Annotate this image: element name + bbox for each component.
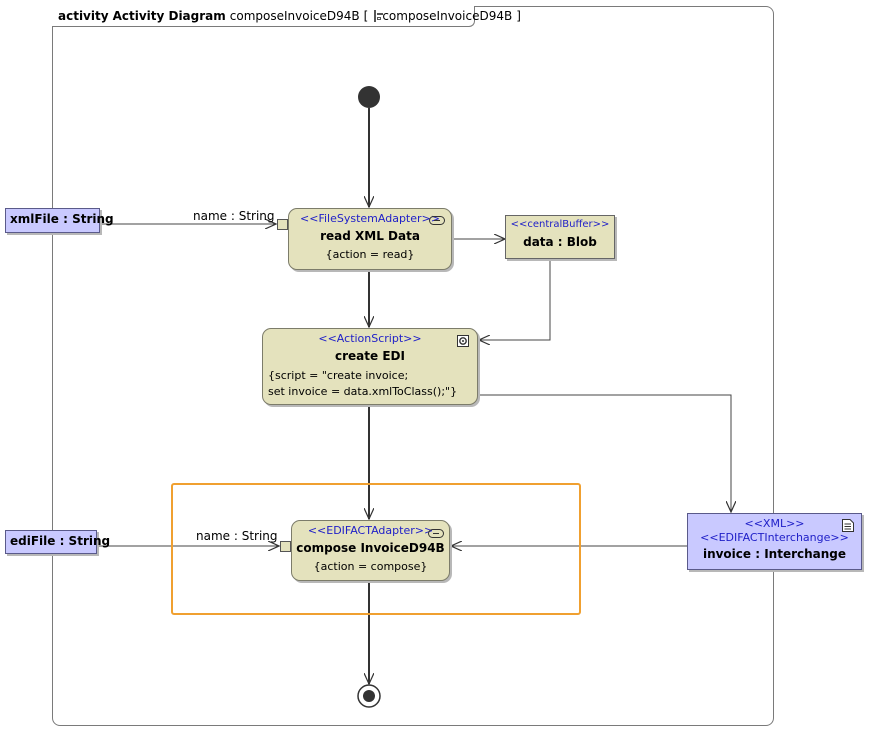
activity-final-inner [363, 690, 375, 702]
action-create-edi[interactable]: <<ActionScript>> create EDI {script = "c… [262, 328, 478, 405]
read-xml-property: {action = read} [325, 248, 415, 261]
frame-bracket-close: ] [516, 9, 521, 23]
edi-pin-label: name : String [196, 529, 278, 543]
compose-name: compose InvoiceD94B [296, 541, 445, 555]
frame-ref-name: composeInvoiceD94B [382, 9, 513, 23]
compose-input-pin[interactable] [280, 541, 291, 552]
initial-node [358, 86, 380, 108]
frame-bracket-open: [ [363, 9, 369, 23]
central-buffer-stereotype: <<centralBuffer>> [510, 219, 610, 230]
frame-name: composeInvoiceD94B [229, 9, 360, 23]
read-xml-input-pin[interactable] [277, 219, 288, 230]
create-edi-script-line2: set invoice = data.xmlToClass();"} [268, 385, 458, 398]
compose-stereotype: <<EDIFACTAdapter>> [307, 524, 434, 537]
action-read-xml-data[interactable]: <<FileSystemAdapter>> read XML Data {act… [288, 208, 452, 270]
object-flow-buffer-to-create [479, 259, 551, 340]
frame-diagram-type: Activity Diagram [112, 9, 226, 23]
create-edi-script-line1: {script = "create invoice; [268, 369, 409, 382]
invoice-stereotype-xml: <<XML>> [744, 517, 805, 530]
read-xml-stereotype: <<FileSystemAdapter>> [300, 212, 440, 225]
compose-property: {action = compose} [313, 560, 428, 573]
central-buffer-data-blob[interactable]: <<centralBuffer>> data : Blob [505, 215, 615, 259]
frame-header: activity Activity Diagram composeInvoice… [52, 6, 521, 27]
call-behavior-rake-icon-compose [428, 529, 444, 538]
parameter-edifile[interactable]: ediFile : String [5, 530, 110, 554]
action-compose-invoice[interactable]: <<EDIFACTAdapter>> compose InvoiceD94B {… [291, 520, 450, 581]
script-gear-icon [457, 335, 469, 347]
diagram-reference-icon [374, 10, 384, 22]
document-icon [842, 519, 854, 532]
parameter-xmlfile[interactable]: xmlFile : String [5, 208, 114, 233]
invoice-name: invoice : Interchange [702, 547, 847, 561]
read-xml-name: read XML Data [320, 229, 420, 243]
central-buffer-name: data : Blob [523, 235, 597, 249]
highlight-box [171, 483, 581, 615]
frame-kind: activity [58, 9, 109, 23]
parameter-edifile-label: ediFile : String [10, 534, 111, 548]
object-flow-create-to-invoice [478, 394, 731, 512]
xml-pin-label: name : String [193, 209, 275, 223]
create-edi-name: create EDI [335, 349, 405, 363]
object-node-invoice[interactable]: <<XML>> <<EDIFACTInterchange>> invoice :… [687, 513, 862, 570]
invoice-stereotype-edifact: <<EDIFACTInterchange>> [700, 531, 849, 544]
parameter-xmlfile-label: xmlFile : String [10, 212, 114, 226]
call-behavior-rake-icon [429, 216, 445, 225]
create-edi-stereotype: <<ActionScript>> [318, 332, 422, 345]
